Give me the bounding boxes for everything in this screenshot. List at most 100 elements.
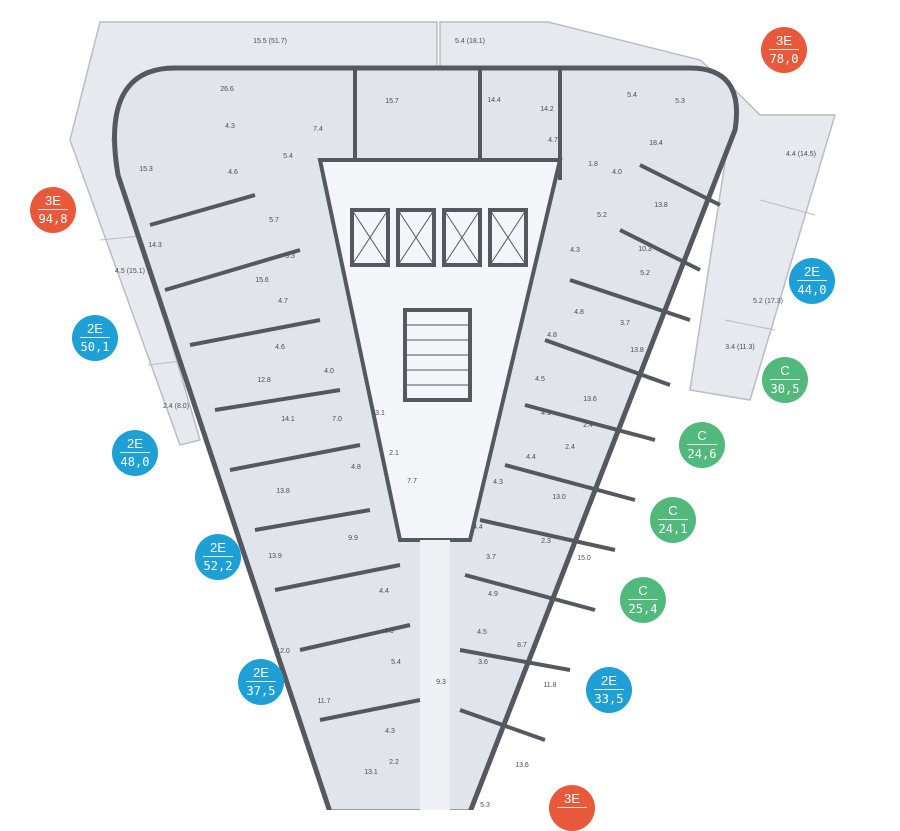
- room-area-label: 13.8: [276, 488, 290, 495]
- divider: [38, 209, 68, 210]
- divider: [203, 556, 233, 557]
- room-area-label: 14.4: [487, 97, 501, 104]
- divider: [80, 337, 110, 338]
- room-area-label: 4.3: [225, 123, 235, 130]
- room-area-label: 4.4 (14.5): [786, 151, 816, 158]
- apartment-type: C: [697, 428, 707, 443]
- room-area-label: 2.3: [541, 538, 551, 545]
- room-area-label: 5.2: [640, 270, 650, 277]
- room-area-label: 9.9: [348, 535, 358, 542]
- divider: [770, 379, 800, 380]
- apartment-area: 25,4: [628, 602, 658, 616]
- room-area-label: 5.3: [480, 802, 490, 809]
- room-area-label: 7.7: [407, 478, 417, 485]
- apartment-type: 2E: [601, 673, 617, 688]
- room-area-label: 4.5: [477, 629, 487, 636]
- balcony-divider: [724, 319, 776, 331]
- apartment-type: 2E: [210, 540, 226, 555]
- room-area-label: 3.1: [375, 410, 385, 417]
- room-area-label: 4.4: [473, 524, 483, 531]
- room-area-label: 3.7: [486, 554, 496, 561]
- room-area-label: 15.6: [255, 277, 269, 284]
- room-area-label: 4.6: [228, 169, 238, 176]
- apartment-area: 48,0: [120, 455, 150, 469]
- apartment-badge[interactable]: 3E: [549, 785, 595, 831]
- apartment-type: 2E: [127, 436, 143, 451]
- apartment-area: 37,5: [246, 684, 276, 698]
- room-area-label: 13.1: [364, 769, 378, 776]
- room-area-label: 4.8: [547, 332, 557, 339]
- room-area-label: 7.0: [332, 416, 342, 423]
- room-area-label: 11.8: [543, 682, 556, 689]
- room-area-label: 14.3: [148, 242, 162, 249]
- room-area-label: 4.0: [384, 628, 394, 635]
- divider: [246, 681, 276, 682]
- room-area-label: 7.4: [313, 126, 323, 133]
- apartment-area: 24,6: [687, 447, 717, 461]
- room-area-label: 4.9: [488, 591, 498, 598]
- room-area-label: 4.4: [526, 454, 536, 461]
- room-area-label: 2.1: [389, 450, 399, 457]
- balcony-divider: [759, 199, 816, 216]
- room-area-label: 5.4: [627, 92, 637, 99]
- apartment-badge[interactable]: C 24,6: [679, 422, 725, 468]
- apartment-badge[interactable]: 2E 48,0: [112, 430, 158, 476]
- room-area-label: 5.2 (17.3): [753, 298, 783, 305]
- room-area-label: 4.0: [612, 169, 622, 176]
- room-area-label: 12.8: [257, 377, 271, 384]
- corridor: [420, 540, 450, 810]
- room-area-label: 4.1: [541, 410, 551, 417]
- room-area-label: 5.4 (18.1): [455, 38, 485, 45]
- apartment-area: 78,0: [769, 52, 799, 66]
- room-area-label: 13.9: [268, 553, 282, 560]
- apartment-area: 30,5: [770, 382, 800, 396]
- apartment-badge[interactable]: 2E 52,2: [195, 534, 241, 580]
- room-area-label: 9.3: [436, 679, 446, 686]
- room-area-label: 5.3: [285, 253, 295, 260]
- room-area-label: 4.3: [385, 728, 395, 735]
- elevator-crosses: [351, 209, 527, 386]
- room-area-label: 5.4: [283, 153, 293, 160]
- room-area-label: 4.8: [351, 464, 361, 471]
- room-area-label: 8.7: [517, 642, 527, 649]
- room-area-label: 13.6: [515, 762, 529, 769]
- room-area-label: 4.7: [548, 137, 558, 144]
- room-area-label: 5.4: [391, 659, 401, 666]
- room-area-label: 13.8: [630, 347, 644, 354]
- room-area-label: 13.6: [583, 396, 597, 403]
- room-area-label: 5.7: [269, 217, 279, 224]
- room-area-label: 10.3: [638, 246, 652, 253]
- apartment-badge[interactable]: 2E 37,5: [238, 659, 284, 705]
- apartment-area: 94,8: [38, 212, 68, 226]
- room-area-label: 13.0: [552, 494, 566, 501]
- room-area-label: 3.4 (11.3): [725, 344, 754, 351]
- divider: [557, 807, 587, 808]
- room-area-label: 4.5: [535, 376, 545, 383]
- apartment-badge[interactable]: 2E 33,5: [586, 667, 632, 713]
- room-area-label: 4.0: [324, 368, 334, 375]
- apartment-type: 3E: [564, 791, 580, 806]
- apartment-type: 3E: [776, 33, 792, 48]
- divider: [769, 49, 799, 50]
- apartment-area: 52,2: [203, 559, 233, 573]
- apartment-area: 33,5: [594, 692, 624, 706]
- room-area-label: 4.4: [379, 588, 389, 595]
- room-area-label: 26.6: [220, 86, 234, 93]
- room-area-label: 2.4: [565, 444, 575, 451]
- divider: [594, 689, 624, 690]
- apartment-badge[interactable]: 3E 78,0: [761, 27, 807, 73]
- room-area-label: 4.3: [570, 247, 580, 254]
- room-area-label: 4.6: [275, 344, 285, 351]
- apartment-type: 2E: [253, 665, 269, 680]
- room-area-label: 1.8: [588, 161, 598, 168]
- apartment-type: C: [668, 503, 678, 518]
- room-area-label: 2.4 (8.0): [163, 403, 189, 410]
